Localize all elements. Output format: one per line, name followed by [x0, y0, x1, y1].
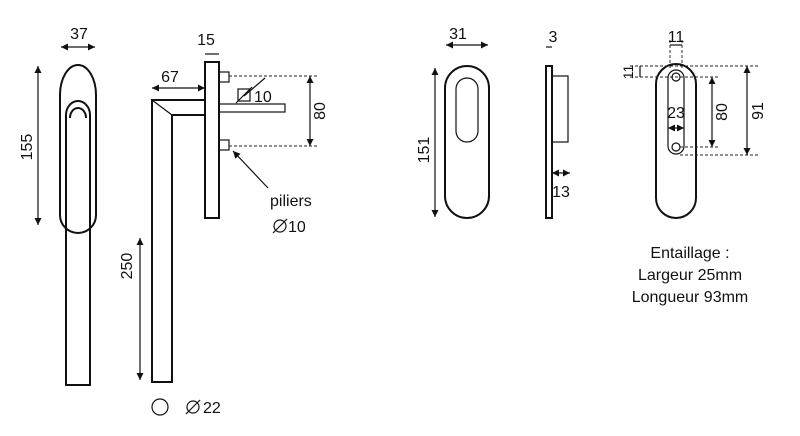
square-symbol: [235, 86, 253, 104]
side-lever-bevel: [151, 99, 173, 116]
dim-handle-height: 155: [19, 134, 36, 161]
tube-section-circle: [151, 398, 169, 416]
dim-hole-top-offset: 11: [620, 65, 636, 80]
piliers-label: piliers: [270, 193, 312, 210]
entaillage-note: Entaillage : Largeur 25mm Longueur 93mm: [632, 245, 749, 306]
handle-front-rosette: [59, 64, 97, 234]
side-lever-profile: [151, 99, 206, 383]
rosette-side-plate: [545, 65, 553, 219]
note-line-3: Longueur 93mm: [632, 289, 749, 306]
rosette-outline: [444, 65, 490, 219]
dim-hole-spacing: 80: [714, 103, 731, 121]
diameter-symbol-piliers: [272, 218, 288, 234]
rosette-side-body: [551, 75, 569, 143]
dim-rosette-thickness: 3: [549, 29, 558, 46]
piliers-diameter: 10: [288, 219, 306, 236]
rosette-front-view: 31 151: [416, 26, 490, 219]
dim-side-depth: 67: [161, 69, 179, 86]
rosette-side-view: 3 13: [545, 29, 570, 219]
pilier-bottom: [218, 139, 230, 151]
handle-side-view: 80 15 67 10 piliers 10 250 22: [119, 32, 329, 417]
square-spindle: [218, 103, 286, 113]
dim-lever-length: 250: [119, 253, 136, 280]
rosette-back-view: 11 11 23 80 91: [620, 29, 767, 219]
handle-front-view: 37 155: [19, 26, 97, 386]
handle-front-lever: [65, 100, 91, 386]
note-line-1: Entaillage :: [650, 245, 729, 262]
tube-diameter: 22: [203, 400, 221, 417]
dim-rosette-height: 151: [416, 137, 433, 164]
dim-rosette-width: 31: [449, 26, 467, 43]
dim-rosette-projection: 13: [552, 184, 570, 201]
handle-front-lever-curve: [69, 107, 87, 119]
dim-handle-width: 37: [70, 26, 88, 43]
dim-piliers-spacing: 80: [312, 102, 329, 120]
diameter-symbol-tube: [185, 399, 201, 415]
rosette-recess: [455, 77, 479, 143]
note-line-2: Largeur 25mm: [638, 267, 742, 284]
side-base-plate: [204, 61, 220, 219]
dim-square-spindle: 10: [254, 89, 272, 106]
dim-hole-top-width: 11: [668, 29, 685, 46]
rosette-back-slot: [667, 69, 685, 155]
hole-bottom: [671, 142, 681, 152]
dim-overall-spacing: 91: [750, 102, 767, 120]
piliers-leader: [232, 150, 269, 189]
dim-slot-width: 23: [667, 105, 685, 122]
rosette-back-outline: [655, 63, 697, 219]
dim-plate-thickness: 15: [197, 32, 215, 49]
pilier-top: [218, 71, 230, 83]
square-leader: [243, 77, 266, 97]
